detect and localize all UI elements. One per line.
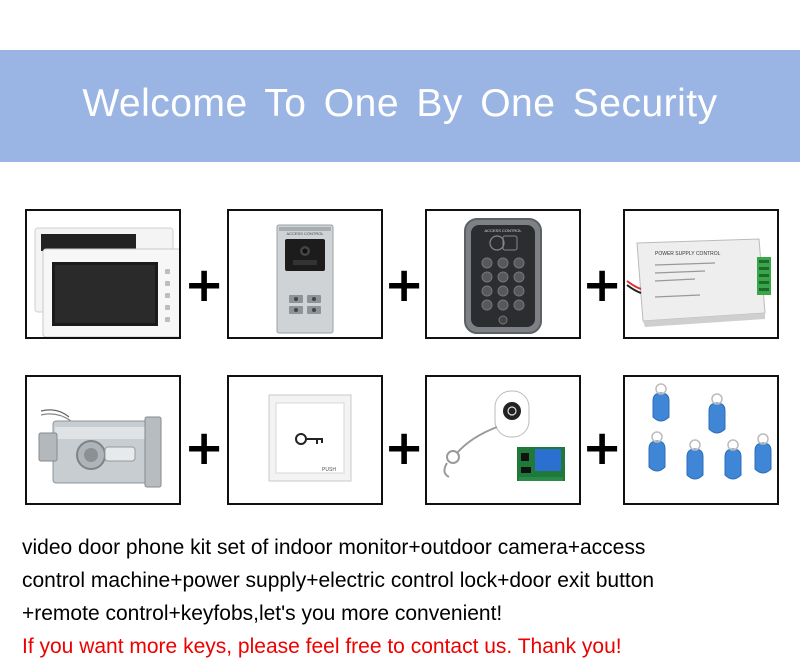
- product-tile-exit-button: PUSH: [227, 375, 383, 505]
- remote-control-image: [443, 390, 565, 481]
- product-tile-remote-control: [425, 375, 581, 505]
- contact-note: If you want more keys, please feel free …: [22, 635, 622, 658]
- welcome-banner: [0, 50, 800, 162]
- product-tile-power-supply: POWER SUPPLY CONTROL: [623, 209, 779, 339]
- plus-sign: +: [384, 420, 425, 476]
- product-tile-keyfobs: [623, 375, 779, 505]
- access-control-keypad-image: ACCESS CONTROL: [464, 218, 542, 334]
- product-description: video door phone kit set of indoor monit…: [22, 531, 792, 663]
- product-tile-electric-lock: [25, 375, 181, 505]
- description-line: control machine+power supply+electric co…: [22, 569, 655, 592]
- power-supply-image: POWER SUPPLY CONTROL: [626, 238, 771, 327]
- plus-sign: +: [184, 257, 225, 313]
- outdoor-camera-panel-image: ACCESS CONTROL: [276, 224, 334, 334]
- description-line: +remote control+keyfobs,let's you more c…: [22, 602, 503, 625]
- keypad-panel-label: ACCESS CONTROL: [484, 228, 522, 233]
- power-supply-label: POWER SUPPLY CONTROL: [655, 251, 721, 257]
- plus-sign: +: [582, 257, 623, 313]
- plus-sign: +: [384, 257, 425, 313]
- product-tile-outdoor-camera: ACCESS CONTROL: [227, 209, 383, 339]
- description-line: video door phone kit set of indoor monit…: [22, 536, 646, 559]
- indoor-monitor-image: [34, 227, 179, 337]
- banner-title: Welcome To One By One Security: [82, 82, 718, 125]
- plus-sign: +: [582, 420, 623, 476]
- product-tile-indoor-monitor: [25, 209, 181, 339]
- product-tile-access-keypad: ACCESS CONTROL: [425, 209, 581, 339]
- electric-lock-image: [38, 409, 162, 488]
- exit-button-image: PUSH: [268, 394, 352, 482]
- camera-panel-label: ACCESS CONTROL: [286, 231, 324, 236]
- plus-sign: +: [184, 420, 225, 476]
- keyfobs-image: [648, 383, 772, 480]
- exit-button-push-label: PUSH: [322, 467, 336, 473]
